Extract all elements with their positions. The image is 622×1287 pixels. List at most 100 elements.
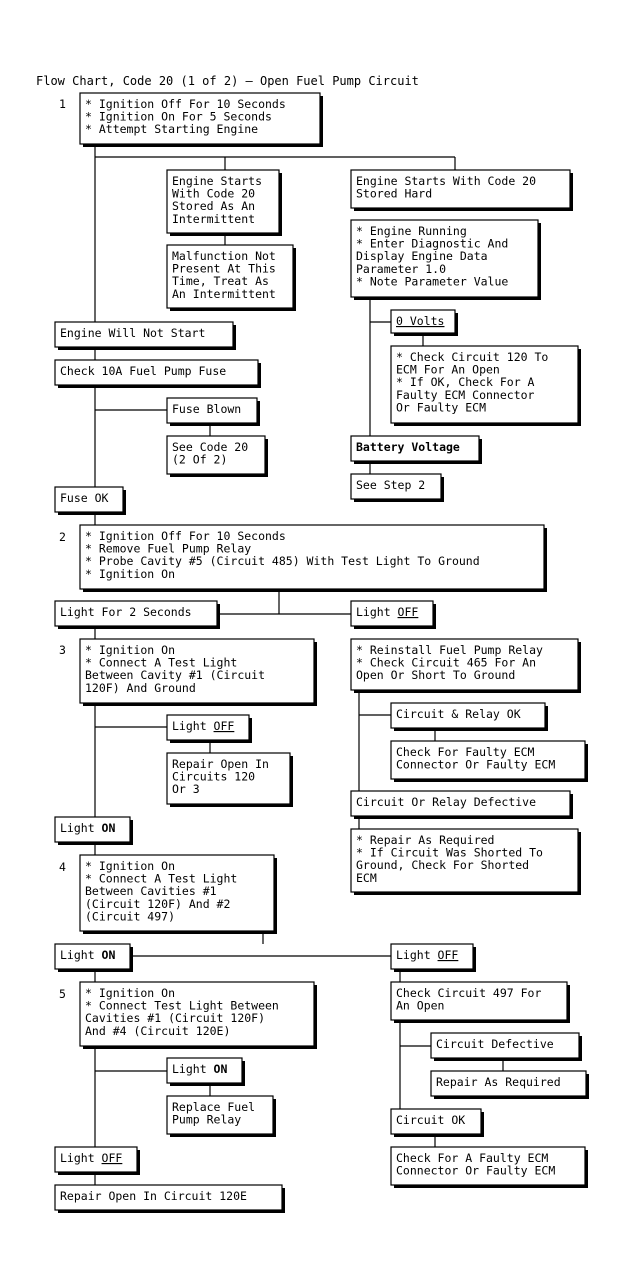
- box-text-line: See Step 2: [356, 478, 425, 492]
- box-text-line: * Repair As Required: [356, 833, 494, 847]
- box-text-line: Check For A Faulty ECM: [396, 1151, 548, 1165]
- box-frame: [390, 345, 579, 424]
- box-frame: [430, 1032, 580, 1059]
- box-text-line: (2 Of 2): [172, 453, 227, 467]
- box-text-line: Light OFF: [60, 1151, 122, 1165]
- flow-box-step3: * Ignition On* Connect A Test Light Betw…: [79, 638, 317, 706]
- flow-box-light-off-b: Light OFF: [166, 714, 252, 743]
- box-text-line: Present At This: [172, 262, 276, 276]
- box-text-line: Faulty ECM Connector: [396, 388, 535, 402]
- flow-box-repair-as-required-a: * Repair As Required* If Circuit Was Sho…: [350, 828, 581, 895]
- box-text-line: * Remove Fuel Pump Relay: [85, 542, 251, 556]
- box-text-line: Repair Open In Circuit 120E: [60, 1189, 247, 1203]
- box-text-line: (Circuit 120F) And #2: [85, 897, 230, 911]
- box-text-line: An Open: [396, 999, 444, 1013]
- box-text-line: Connector Or Faulty ECM: [396, 1164, 555, 1178]
- underlined-word: OFF: [214, 719, 235, 733]
- box-text-line: 0 Volts: [396, 314, 444, 328]
- flow-box-reinstall: * Reinstall Fuel Pump Relay* Check Circu…: [350, 638, 581, 693]
- box-frame: [390, 1146, 586, 1186]
- flow-box-light-on-b: Light ON: [54, 943, 133, 972]
- flow-box-step4: * Ignition On* Connect A Test Light Betw…: [79, 854, 277, 934]
- box-text-line: Light ON: [172, 1062, 227, 1076]
- box-text-line: Pump Relay: [172, 1113, 241, 1127]
- box-text-line: * Attempt Starting Engine: [85, 122, 258, 136]
- box-frame: [166, 1095, 274, 1135]
- box-frame: [350, 219, 539, 298]
- box-text-line: Light OFF: [396, 948, 458, 962]
- flow-box-will-not-start: Engine Will Not Start: [54, 321, 236, 350]
- flow-box-repair-as-required-b: Repair As Required: [430, 1070, 589, 1099]
- box-text-line: Repair Open In: [172, 757, 269, 771]
- box-text-line: Stored Hard: [356, 187, 432, 201]
- box-text-line: Display Engine Data: [356, 249, 488, 263]
- flow-box-light-on-a: Light ON: [54, 816, 133, 845]
- box-text-line: Malfunction Not: [172, 249, 276, 263]
- box-text-line: * Ignition Off For 10 Seconds: [85, 97, 286, 111]
- flow-box-circuit-relay-ok: Circuit & Relay OK: [390, 702, 548, 731]
- flow-box-light-on-c: Light ON: [166, 1057, 245, 1086]
- underlined-word: 0 Volts: [396, 314, 444, 328]
- box-frame: [166, 435, 266, 475]
- box-frame: [350, 473, 442, 500]
- flow-box-see-step2: See Step 2: [350, 473, 444, 502]
- box-frame: [350, 828, 579, 893]
- box-text-line: Connector Or Faulty ECM: [396, 758, 555, 772]
- box-text-line: Light ON: [60, 948, 115, 962]
- box-text-line: * Check Circuit 120 To: [396, 350, 548, 364]
- flow-box-step2: * Ignition Off For 10 Seconds* Remove Fu…: [79, 524, 547, 592]
- box-text-line: * Ignition On: [85, 986, 175, 1000]
- box-text-line: * Enter Diagnostic And: [356, 237, 508, 251]
- box-frame: [350, 169, 571, 209]
- box-frame: [350, 435, 480, 462]
- box-text-line: * Note Parameter Value: [356, 274, 508, 288]
- box-text-line: Engine Starts: [172, 174, 262, 188]
- flow-box-repair-120e: Repair Open In Circuit 120E: [54, 1184, 285, 1213]
- box-text-line: Or 3: [172, 782, 200, 796]
- box-text-line: Between Cavity #1 (Circuit: [85, 668, 265, 682]
- box-frame: [350, 638, 579, 691]
- box-text-line: Engine Will Not Start: [60, 326, 205, 340]
- box-text-line: Open Or Short To Ground: [356, 668, 515, 682]
- flow-box-fuse-blown: Fuse Blown: [166, 397, 260, 426]
- box-text-line: Intermittent: [172, 212, 255, 226]
- box-text-line: * Connect Test Light Between: [85, 999, 279, 1013]
- box-frame: [390, 1108, 482, 1135]
- box-text-line: Light For 2 Seconds: [60, 605, 192, 619]
- flow-box-circuit-ok: Circuit OK: [390, 1108, 484, 1137]
- box-frame: [79, 981, 315, 1047]
- box-frame: [166, 752, 291, 805]
- underlined-word: OFF: [102, 1151, 123, 1165]
- box-text-line: Check For Faulty ECM: [396, 745, 535, 759]
- box-frame: [390, 981, 568, 1021]
- box-text-line: Fuse OK: [60, 491, 109, 505]
- box-text-line: * Ignition On: [85, 567, 175, 581]
- box-frame: [390, 309, 456, 334]
- box-text-line: ECM For An Open: [396, 363, 500, 377]
- flow-box-step5: * Ignition On* Connect Test Light Betwee…: [79, 981, 317, 1049]
- box-text-line: * Ignition Off For 10 Seconds: [85, 529, 286, 543]
- box-text-line: Fuse Blown: [172, 402, 241, 416]
- box-frame: [54, 1146, 138, 1173]
- box-frame: [166, 244, 294, 309]
- box-text-line: * If Circuit Was Shorted To: [356, 846, 543, 860]
- flow-box-circuit-defective: Circuit Defective: [430, 1032, 582, 1061]
- box-frame: [166, 714, 250, 741]
- flow-box-check-fuse: Check 10A Fuel Pump Fuse: [54, 359, 261, 388]
- bold-word: ON: [102, 948, 116, 962]
- box-text-line: * Probe Cavity #5 (Circuit 485) With Tes…: [85, 554, 480, 568]
- box-text-line: Circuits 120: [172, 770, 255, 784]
- box-text-line: Light OFF: [356, 605, 418, 619]
- flow-box-see-code20: See Code 20(2 Of 2): [166, 435, 268, 477]
- box-frame: [54, 359, 259, 386]
- chart-title: Flow Chart, Code 20 (1 of 2) – Open Fuel…: [36, 74, 419, 88]
- box-text-line: (Circuit 497): [85, 909, 175, 923]
- step-number: 1: [59, 97, 66, 111]
